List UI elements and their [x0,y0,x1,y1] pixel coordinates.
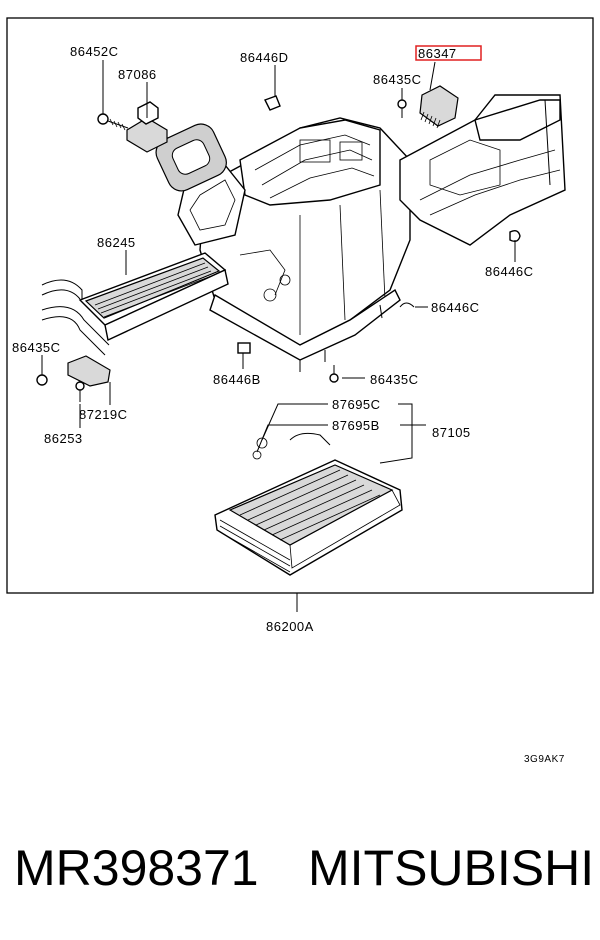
clip-86446D [264,95,281,111]
callout-86452C: 86452C [70,44,119,59]
callout-86200A: 86200A [266,619,314,634]
callout-86435C-top: 86435C [373,72,422,87]
leader-lines [41,60,516,612]
screw-86435C-bottom [329,365,339,383]
heater-core-86245 [41,252,229,356]
heater-housing-assembly [177,117,411,372]
clip-86446C-right [509,229,521,243]
callout-86446C-right: 86446C [485,264,534,279]
callout-87105: 87105 [432,425,471,440]
callout-87695B: 87695B [332,418,380,433]
clip-86446B [237,342,251,354]
callout-86446D: 86446D [240,50,289,65]
callout-86347: 86347 [418,46,457,61]
callout-86245: 86245 [97,235,136,250]
diagram-code: 3G9AK7 [524,754,565,765]
callout-86435C-bottom: 86435C [370,372,419,387]
callout-86253: 86253 [44,431,83,446]
expansion-valve [126,101,168,153]
sensor-87219C [67,355,111,387]
callout-87695C: 87695C [332,397,381,412]
brand-name: MITSUBISHI [308,840,595,896]
callout-86446B: 86446B [213,372,261,387]
screw-86253 [75,381,85,402]
highlight-box [415,45,482,61]
callout-86446C-mid: 86446C [431,300,480,315]
filter-foam [155,123,227,192]
screw-86435C-top [397,99,407,118]
blower-duct [399,94,566,246]
evaporator-core-87105 [214,432,403,576]
clip-86446C-mid [399,302,415,308]
screw-86452C [97,113,129,131]
callout-87086: 87086 [118,67,157,82]
callout-87219C: 87219C [79,407,128,422]
resistor-86347 [419,85,459,129]
part-number: MR398371 [14,840,259,896]
diagram-frame [6,17,594,594]
screw-86435C-left [36,366,48,386]
callout-86435C-left: 86435C [12,340,61,355]
